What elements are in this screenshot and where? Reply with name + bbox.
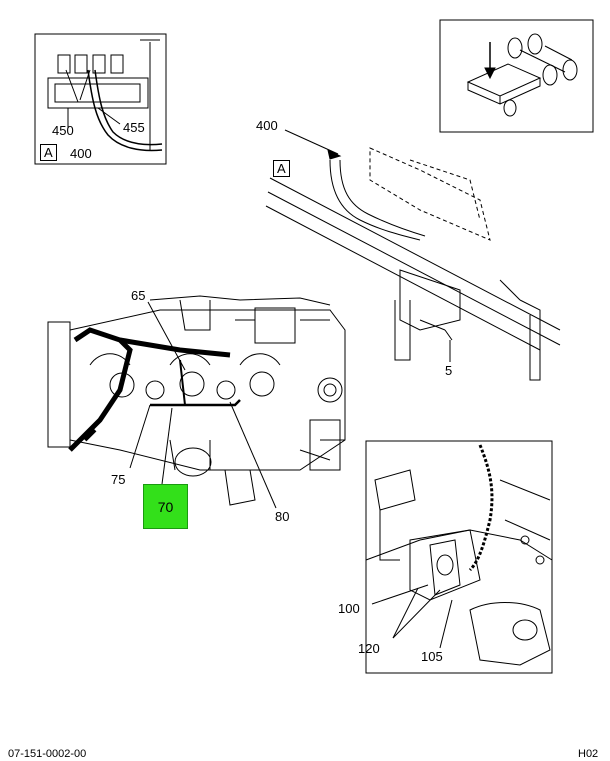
callout-455: 455	[123, 120, 145, 135]
view-a-letter: A	[273, 160, 290, 177]
sheet-code: H02	[578, 748, 599, 760]
inset-a-letter: A	[40, 144, 57, 161]
callout-100: 100	[338, 601, 360, 616]
frame-rail-view	[265, 129, 561, 381]
callout-400-inset: 400	[70, 146, 92, 161]
callout-105: 105	[421, 649, 443, 664]
callout-70-highlighted[interactable]: 70	[143, 484, 188, 529]
callout-120: 120	[358, 641, 380, 656]
callout-65: 65	[131, 288, 146, 303]
truck-locator-inset	[439, 19, 594, 133]
engine-illustration	[47, 295, 346, 509]
drawing-number: 07-151-0002-00	[8, 748, 87, 760]
inset-a	[34, 33, 167, 165]
callout-75: 75	[111, 472, 126, 487]
callout-400: 400	[256, 118, 278, 133]
callout-450: 450	[52, 123, 74, 138]
detail-view	[365, 440, 553, 674]
callout-5: 5	[445, 363, 453, 378]
callout-80: 80	[275, 509, 290, 524]
